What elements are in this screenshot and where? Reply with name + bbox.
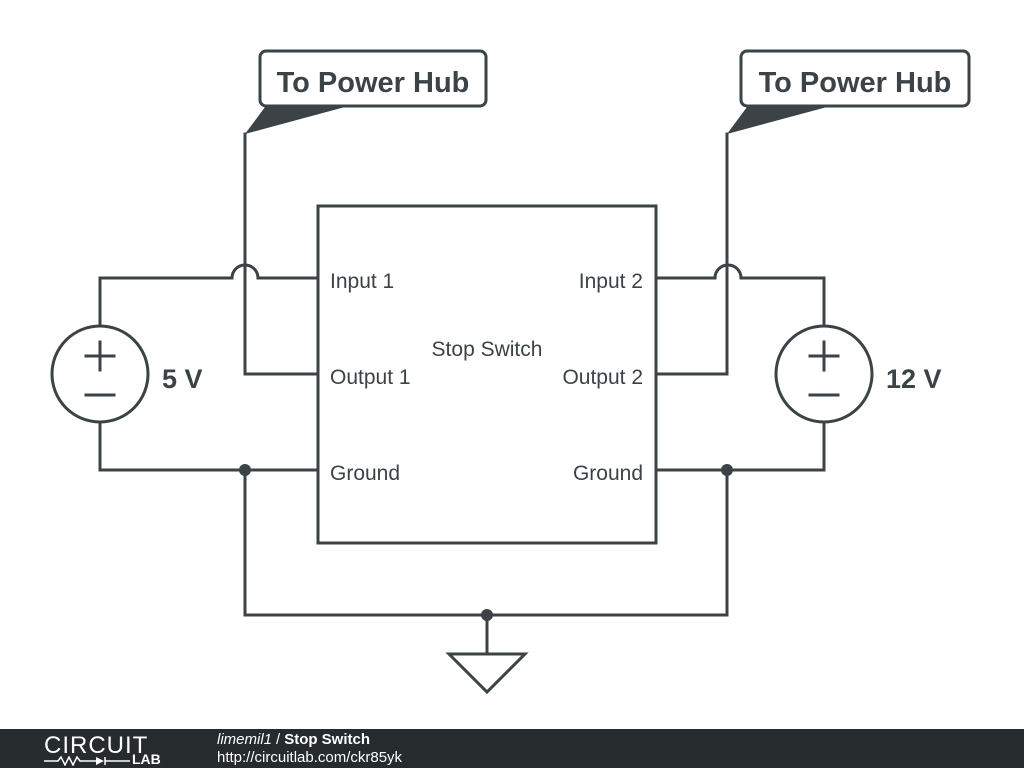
wire-ground-2: [654, 420, 826, 472]
credit-line: limemil1/Stop Switch: [217, 731, 370, 748]
pin-label-output-2: Output 2: [562, 366, 643, 389]
circuit-schematic: To Power Hub To Power Hub Input 1 Output…: [50, 49, 971, 695]
pin-label-input-2: Input 2: [579, 270, 643, 293]
resistor-diode-icon: [44, 756, 130, 766]
author-link[interactable]: limemil1: [217, 731, 273, 748]
circuit-title: Stop Switch: [284, 731, 371, 748]
voltage-source-left[interactable]: [50, 324, 150, 424]
wire-input-1: [98, 263, 320, 328]
voltage-label-left: 5 V: [162, 364, 203, 394]
voltage-label-right: 12 V: [886, 364, 942, 394]
net-tag-right-label: To Power Hub: [759, 67, 952, 99]
ground-symbol[interactable]: [445, 652, 529, 695]
circuit-url-link[interactable]: http://circuitlab.com/ckr85yk: [217, 749, 403, 766]
pin-label-ground-1: Ground: [330, 462, 400, 485]
junction-dot: [239, 464, 251, 476]
net-tag-left-label: To Power Hub: [277, 67, 470, 99]
wire-output-1: [243, 132, 320, 376]
credit-separator: /: [276, 731, 281, 748]
net-tag-left[interactable]: [245, 49, 488, 134]
wire-ground-1: [98, 420, 320, 472]
stop-switch-component[interactable]: [316, 204, 658, 545]
pin-label-output-1: Output 1: [330, 366, 411, 389]
net-tag-right[interactable]: [727, 49, 971, 134]
circuitlab-logo[interactable]: CIRCUIT: [44, 732, 149, 759]
wire-output-2: [654, 132, 729, 376]
junction-dot: [721, 464, 733, 476]
junction-dot: [481, 609, 493, 621]
footer-bar: CIRCUIT LAB limemil1/Stop Switch http://…: [0, 729, 1024, 768]
pin-label-input-1: Input 1: [330, 270, 394, 293]
pin-label-ground-2: Ground: [573, 462, 643, 485]
voltage-source-right[interactable]: [774, 324, 874, 424]
component-label: Stop Switch: [432, 338, 543, 361]
wire-input-2: [654, 263, 826, 328]
circuitlab-logo-sub: LAB: [132, 751, 161, 767]
